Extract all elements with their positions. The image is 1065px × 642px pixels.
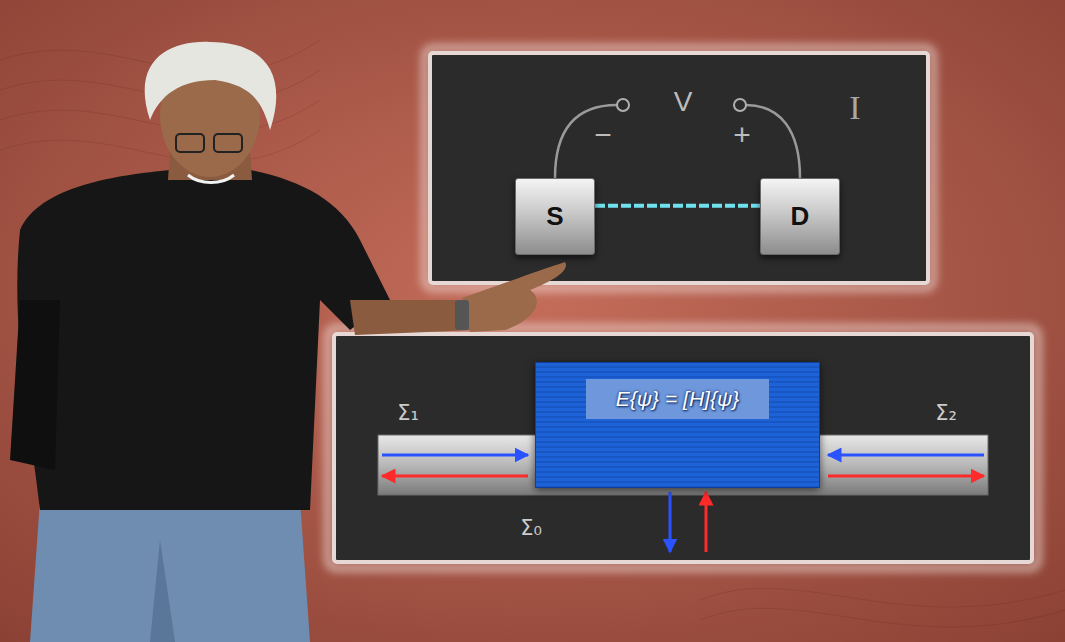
outflow-arrow	[828, 475, 984, 478]
node-text: E{ψ} = [H]{ψ}	[586, 379, 769, 419]
inflow-arrow	[828, 454, 984, 457]
terminal	[734, 99, 746, 111]
voltage-label: V	[674, 86, 693, 118]
node-text: D	[791, 201, 810, 232]
contact-label: Σ₀	[520, 516, 542, 540]
wire	[555, 105, 617, 178]
device-panel	[430, 53, 928, 283]
model-panel	[334, 334, 1032, 562]
source-contact: S	[515, 178, 595, 255]
channel-line	[595, 204, 760, 208]
channel-glow	[595, 199, 760, 213]
panel-glow	[328, 328, 1038, 568]
contact-label: Σ₂	[935, 401, 957, 425]
terminal	[617, 99, 629, 111]
contact-label: Σ₁	[397, 401, 419, 425]
wire	[746, 105, 800, 178]
inflow-arrow	[669, 492, 672, 552]
channel-box: E{ψ} = [H]{ψ}	[535, 362, 820, 488]
current-label: I	[849, 89, 860, 127]
terminal-sign: −	[594, 118, 612, 152]
presenter-figure	[10, 42, 566, 642]
terminal-sign: +	[733, 118, 751, 152]
node-text: S	[546, 201, 563, 232]
inflow-arrow	[382, 454, 528, 457]
drain-contact: D	[760, 178, 840, 255]
panel-glow	[425, 48, 933, 288]
outflow-arrow	[382, 475, 528, 478]
channel-connector	[595, 205, 760, 206]
outflow-arrow	[705, 492, 708, 552]
